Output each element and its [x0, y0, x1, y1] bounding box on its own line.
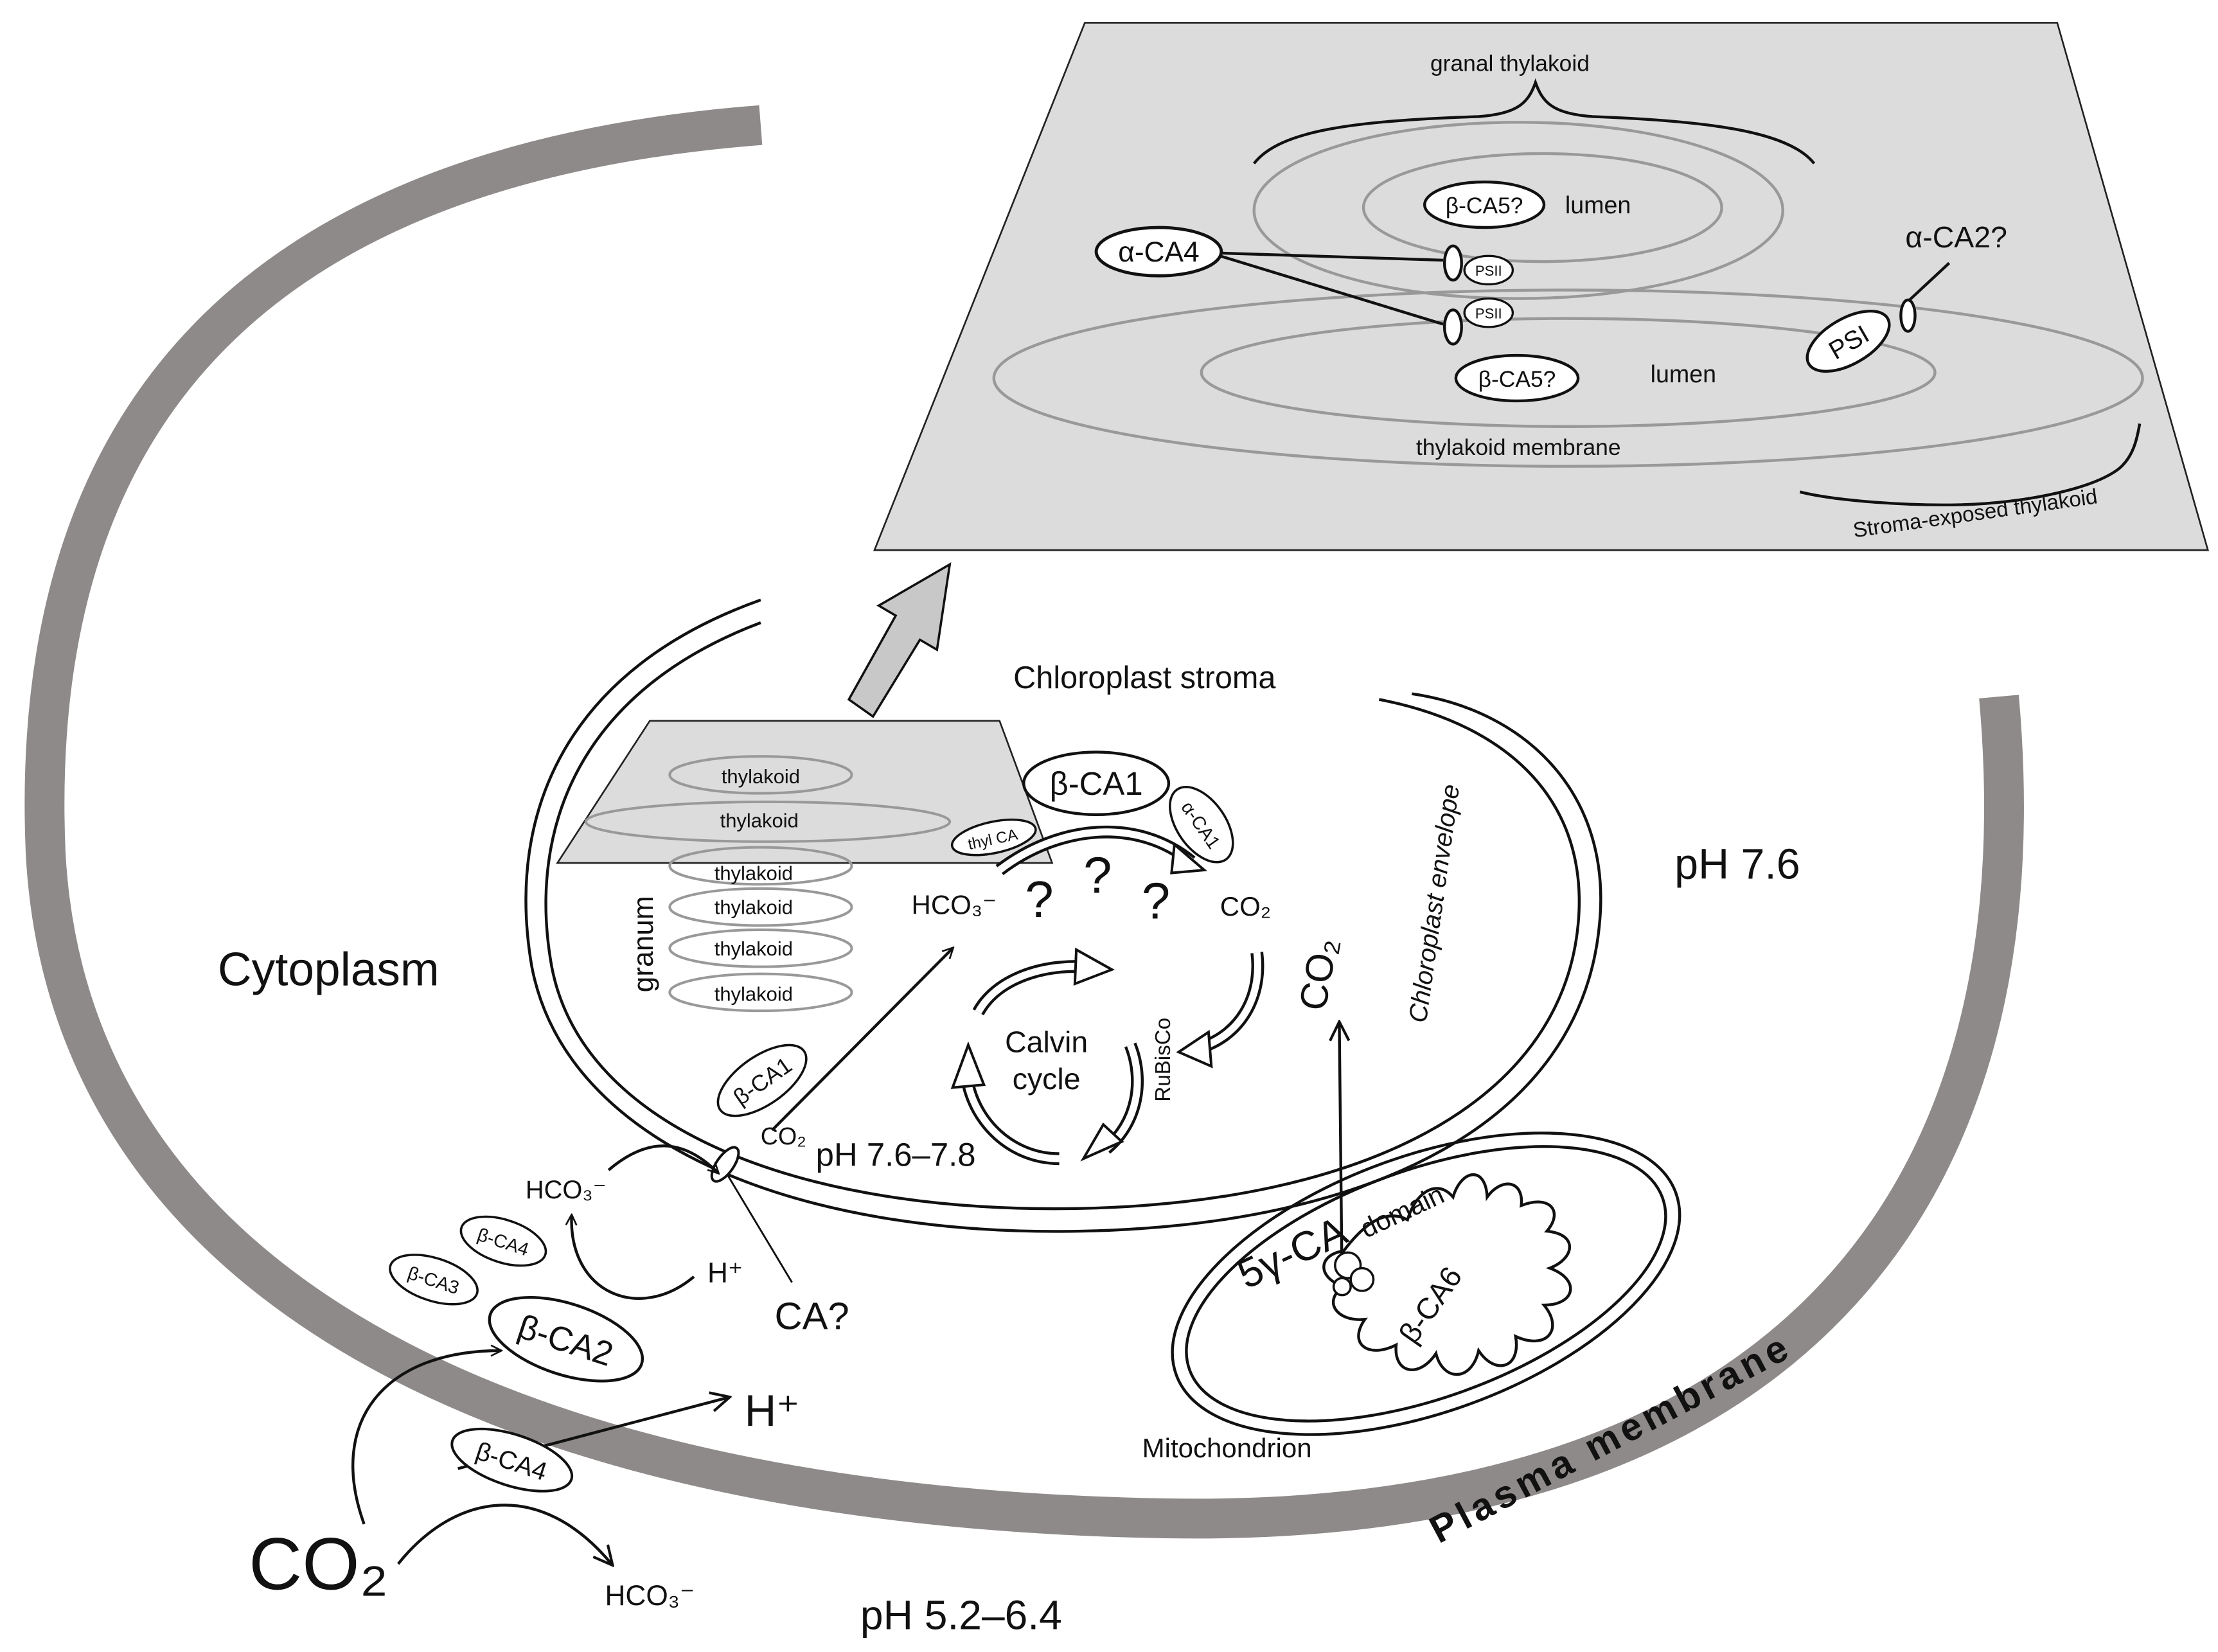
alpha-ca4-label: α-CA4: [1118, 236, 1199, 268]
cytoplasm-label: Cytoplasm: [218, 943, 439, 995]
stroma-ph-label: pH 7.6–7.8: [816, 1136, 976, 1173]
plasma-membrane: [24, 105, 2024, 1539]
mitochondrion-cristae: [1322, 1173, 1572, 1376]
beta-ca3-enzyme: [389, 1254, 479, 1306]
membrane-channel-a: [1442, 244, 1463, 282]
rubisco-label: RuBisCo: [1151, 1018, 1175, 1102]
granal-brace: [1252, 78, 1816, 164]
extracellular-co2-label: CO₂: [249, 1523, 388, 1606]
ca-question-pointer: [727, 1175, 793, 1283]
hco3-to-envelope-arrow: [607, 1144, 718, 1173]
beta-ca5-top-enzyme: [1423, 180, 1546, 229]
calvin-label-line2: cycle: [1013, 1062, 1081, 1096]
cytoplasm-ph-label: pH 7.6: [1674, 840, 1800, 888]
psi-membrane-channel: [1899, 298, 1917, 333]
co2-rubisco-head: [1176, 1029, 1213, 1069]
beta-ca4-membrane-enzyme: [450, 1427, 574, 1493]
thylakoid-3: [668, 846, 853, 886]
mito-co2-label: CO₂: [1291, 935, 1346, 1014]
stroma-hco3-label: HCO₃⁻: [912, 890, 997, 920]
extracellular-h-label: H⁺: [745, 1386, 800, 1435]
thylakoid-1-label: thylakoid: [722, 765, 800, 788]
alpha-ca4-enzyme: [1094, 226, 1223, 278]
gamma-ca-complex-b: [1349, 1266, 1375, 1292]
chloroplast-stroma-label: Chloroplast stroma: [1013, 661, 1276, 695]
thylakoid-3-label: thylakoid: [714, 862, 793, 885]
envelope-to-stroma-arrow: [771, 948, 953, 1132]
co2-to-cytoplasm-arrow: [351, 1351, 501, 1525]
alpha-ca2-label: α-CA2?: [1905, 220, 2007, 254]
calvin-label-line1: Calvin: [1005, 1025, 1088, 1058]
co2-to-hco3-arrow: [396, 1504, 612, 1563]
chloroplast-envelope-inner: [544, 621, 1581, 1211]
thylakoid-2: [584, 800, 952, 843]
lower-thylakoid-inner: [1200, 317, 1937, 428]
cytoplasm-hco3-label: HCO₃⁻: [526, 1176, 607, 1204]
extracellular-ph-label: pH 5.2–6.4: [860, 1592, 1062, 1639]
beta-ca4-small-enzyme: [459, 1215, 547, 1267]
h-to-hco3-arrow: [572, 1216, 695, 1300]
thylakoid-5: [668, 928, 853, 968]
zoom-arrow: [847, 562, 952, 718]
mitochondrion-outer-membrane: [1171, 1132, 1681, 1436]
membrane-channel-b: [1442, 308, 1463, 346]
extracellular-hco3-label: HCO₃⁻: [605, 1580, 695, 1612]
beta-ca5-bottom-enzyme: [1454, 353, 1580, 403]
beta-ca1-stroma-enzyme: [1022, 751, 1171, 817]
calvin-cycle: Calvin cycle RuBisCo: [950, 947, 1175, 1166]
beta-ca1-stroma-label: β-CA1: [1049, 765, 1142, 802]
chloroplast: Chloroplast stroma Chloroplast envelope …: [524, 598, 1602, 1233]
upper-thylakoid-inner: [1362, 152, 1723, 263]
ca-question-label: CA?: [774, 1295, 849, 1338]
question-mark-3: ?: [1142, 872, 1170, 929]
plasma-membrane-label: Plasma membrane: [1423, 1324, 1798, 1552]
thyl-ca-enzyme: [950, 818, 1037, 857]
lumen-top-label: lumen: [1565, 191, 1631, 218]
gamma-ca-complex-c: [1332, 1277, 1352, 1297]
inset-panel-background: [873, 22, 2210, 551]
stroma-exposed-brace: [1799, 423, 2142, 506]
lumen-bottom-label: lumen: [1651, 360, 1716, 387]
thylakoid-4: [668, 887, 853, 927]
psii-a-label: PSII: [1475, 263, 1502, 279]
chloroplast-envelope-label: Chloroplast envelope: [1404, 783, 1466, 1025]
psii-b-complex: [1463, 297, 1514, 328]
mitochondrion: CO₂ 5γ-CA domain β-CA6 Mitochondrion: [1142, 935, 1681, 1463]
mito-to-envelope-co2-arrow: [1339, 1024, 1342, 1292]
thylakoid-2-label: thylakoid: [720, 810, 799, 832]
beta-ca5-top-label: β-CA5?: [1446, 193, 1523, 218]
psii-a-complex: [1463, 254, 1514, 286]
granum-label: granum: [628, 896, 659, 992]
question-mark-1: ?: [1025, 871, 1053, 928]
thylakoid-membrane-label: thylakoid membrane: [1416, 434, 1621, 460]
thylakoid-5-label: thylakoid: [714, 937, 793, 960]
beta-ca2-enzyme: [488, 1295, 644, 1383]
lower-thylakoid-outer: [992, 289, 2144, 468]
beta-ca1-envelope-enzyme: [716, 1044, 808, 1117]
granal-thylakoid-label: granal thylakoid: [1430, 51, 1590, 76]
thylakoid-inset-panel: granal thylakoid β-CA5? lumen β-CA5? lum…: [873, 22, 2210, 551]
psii-b-label: PSII: [1475, 306, 1502, 322]
thylakoid-6-label: thylakoid: [714, 983, 793, 1006]
alpha-ca1-enzyme: [1169, 786, 1234, 864]
beta-ca5-bottom-label: β-CA5?: [1478, 366, 1556, 392]
cytoplasm-h-label: H⁺: [707, 1257, 743, 1289]
chloroplast-envelope-outer: [524, 598, 1602, 1233]
stromal-arc-head: [1170, 842, 1208, 875]
mitochondrion-label: Mitochondrion: [1142, 1433, 1312, 1463]
envelope-co2-label: CO₂: [761, 1123, 806, 1150]
stroma-co2-label: CO₂: [1220, 891, 1271, 921]
thylakoid-4-label: thylakoid: [714, 896, 793, 919]
upper-thylakoid-outer: [1252, 121, 1784, 300]
thylakoid-1: [668, 755, 853, 795]
question-mark-2: ?: [1083, 846, 1112, 903]
mitochondrion-inner-membrane: [1185, 1145, 1667, 1423]
psi-complex: [1805, 309, 1891, 373]
thylakoid-6: [668, 972, 853, 1013]
